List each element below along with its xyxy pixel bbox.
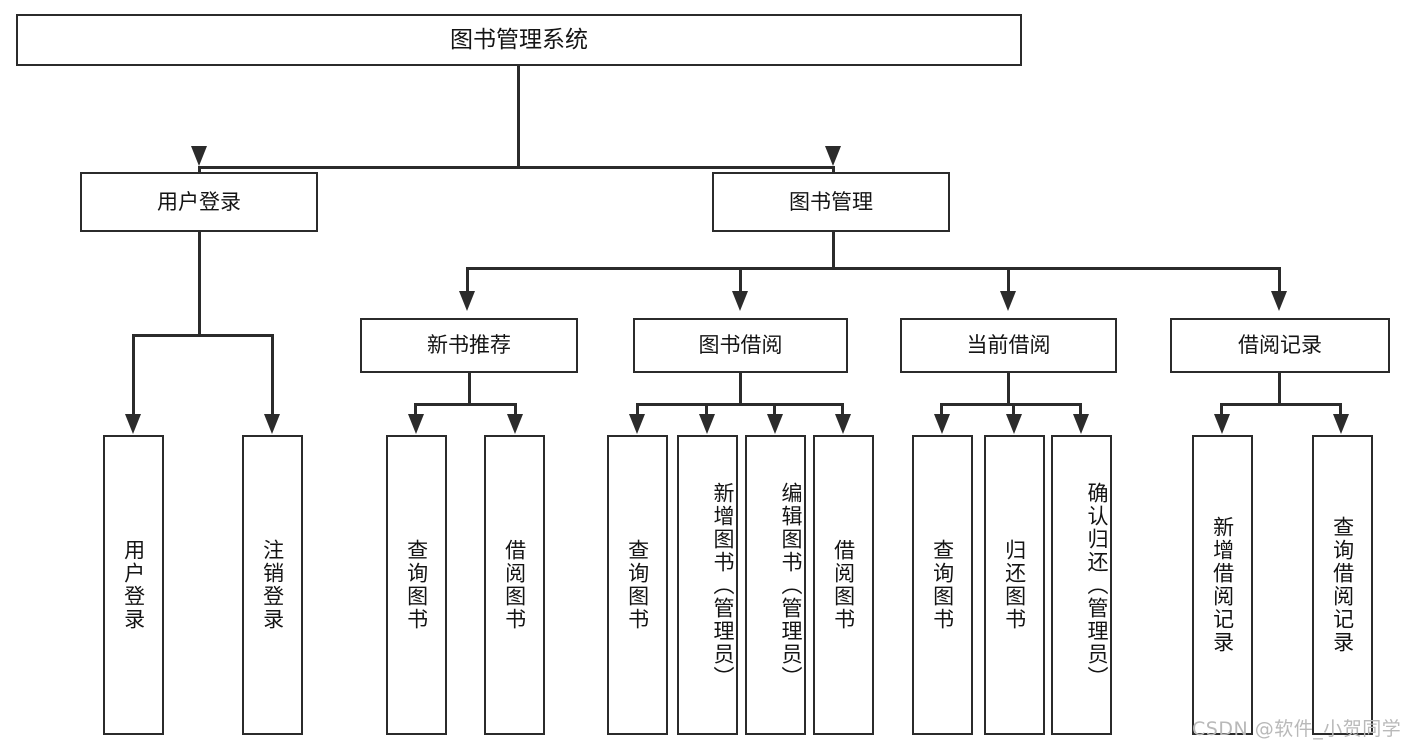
arrow-leaf-13 bbox=[1333, 414, 1349, 434]
node-label: 用户登录 bbox=[157, 189, 241, 214]
leaf-return-book[interactable]: 归还图书 bbox=[984, 435, 1045, 735]
connector-book-mgmt-c2 bbox=[739, 267, 742, 291]
connector-current-bus bbox=[940, 403, 1082, 406]
arrow-leaf-12 bbox=[1214, 414, 1230, 434]
leaf-label: 查询图书 bbox=[930, 539, 955, 631]
arrow-to-book-borrow bbox=[732, 291, 748, 311]
connector-record-l2 bbox=[1339, 403, 1342, 415]
arrow-to-new-book bbox=[459, 291, 475, 311]
connector-current-l2 bbox=[1012, 403, 1015, 415]
connector-borrow-stem bbox=[739, 373, 742, 406]
leaf-user-login[interactable]: 用户登录 bbox=[103, 435, 164, 735]
node-current-borrow[interactable]: 当前借阅 bbox=[900, 318, 1117, 373]
arrow-leaf-5 bbox=[629, 414, 645, 434]
connector-book-mgmt-c4 bbox=[1278, 267, 1281, 291]
leaf-borrow-book-newbook[interactable]: 借阅图书 bbox=[484, 435, 545, 735]
connector-new-book-stem bbox=[468, 373, 471, 406]
leaf-label: 借阅图书 bbox=[502, 539, 527, 631]
leaf-add-book-admin[interactable]: 新增图书（管理员） bbox=[677, 435, 738, 735]
arrow-to-borrow-record bbox=[1271, 291, 1287, 311]
node-book-borrow[interactable]: 图书借阅 bbox=[633, 318, 848, 373]
leaf-query-book-current[interactable]: 查询图书 bbox=[912, 435, 973, 735]
connector-current-stem bbox=[1007, 373, 1010, 406]
connector-book-mgmt-bus bbox=[466, 267, 1281, 270]
connector-current-l1 bbox=[940, 403, 943, 415]
connector-user-login-left bbox=[132, 334, 135, 414]
connector-book-mgmt-stem bbox=[832, 232, 835, 270]
connector-new-book-bus bbox=[414, 403, 517, 406]
connector-book-mgmt-c1 bbox=[466, 267, 469, 291]
node-borrow-record[interactable]: 借阅记录 bbox=[1170, 318, 1390, 373]
connector-borrow-l4 bbox=[841, 403, 844, 415]
connector-user-login-stem bbox=[198, 232, 201, 336]
node-label: 新书推荐 bbox=[427, 333, 511, 358]
leaf-label: 查询图书 bbox=[404, 539, 429, 631]
connector-borrow-l3 bbox=[773, 403, 776, 415]
arrow-leaf-10 bbox=[1006, 414, 1022, 434]
arrow-leaf-3 bbox=[408, 414, 424, 434]
connector-user-login-right bbox=[271, 334, 274, 414]
node-label: 当前借阅 bbox=[966, 333, 1051, 358]
node-label: 图书管理系统 bbox=[450, 26, 588, 53]
arrow-leaf-6 bbox=[699, 414, 715, 434]
arrow-leaf-1 bbox=[125, 414, 141, 434]
connector-new-book-l1 bbox=[414, 403, 417, 415]
node-label: 借阅记录 bbox=[1238, 333, 1322, 358]
arrow-leaf-4 bbox=[507, 414, 523, 434]
leaf-label: 归还图书 bbox=[1002, 539, 1027, 631]
node-new-book-recommend[interactable]: 新书推荐 bbox=[360, 318, 578, 373]
leaf-label: 查询图书 bbox=[625, 539, 650, 631]
connector-current-l3 bbox=[1079, 403, 1082, 415]
node-user-login[interactable]: 用户登录 bbox=[80, 172, 318, 232]
node-root-book-management-system[interactable]: 图书管理系统 bbox=[16, 14, 1022, 66]
arrow-leaf-8 bbox=[835, 414, 851, 434]
connector-borrow-bus bbox=[636, 403, 844, 406]
connector-borrow-l1 bbox=[636, 403, 639, 415]
connector-book-mgmt-c3 bbox=[1007, 267, 1010, 291]
arrow-leaf-7 bbox=[767, 414, 783, 434]
leaf-borrow-book[interactable]: 借阅图书 bbox=[813, 435, 874, 735]
leaf-label: 用户登录 bbox=[121, 539, 146, 631]
leaf-edit-book-admin[interactable]: 编辑图书（管理员） bbox=[745, 435, 806, 735]
leaf-query-book-borrow[interactable]: 查询图书 bbox=[607, 435, 668, 735]
arrow-leaf-11 bbox=[1073, 414, 1089, 434]
leaf-label: 注销登录 bbox=[260, 539, 285, 631]
leaf-label: 确认归还（管理员） bbox=[1085, 481, 1109, 689]
arrow-leaf-9 bbox=[934, 414, 950, 434]
arrow-root-to-book-mgmt bbox=[825, 146, 841, 166]
arrow-leaf-2 bbox=[264, 414, 280, 434]
connector-borrow-l2 bbox=[705, 403, 708, 415]
leaf-query-borrow-record[interactable]: 查询借阅记录 bbox=[1312, 435, 1373, 735]
connector-record-bus bbox=[1220, 403, 1342, 406]
connector-record-l1 bbox=[1220, 403, 1223, 415]
node-label: 图书管理 bbox=[789, 189, 873, 214]
node-label: 图书借阅 bbox=[698, 333, 783, 358]
leaf-logout-login[interactable]: 注销登录 bbox=[242, 435, 303, 735]
arrow-root-to-user-login bbox=[191, 146, 207, 166]
arrow-to-current-borrow bbox=[1000, 291, 1016, 311]
leaf-label: 新增借阅记录 bbox=[1210, 516, 1235, 654]
leaf-label: 查询借阅记录 bbox=[1330, 516, 1355, 654]
leaf-add-borrow-record[interactable]: 新增借阅记录 bbox=[1192, 435, 1253, 735]
connector-new-book-l2 bbox=[514, 403, 517, 415]
leaf-query-book-newbook[interactable]: 查询图书 bbox=[386, 435, 447, 735]
connector-record-stem bbox=[1278, 373, 1281, 406]
connector-user-login-bus bbox=[132, 334, 274, 337]
leaf-label: 借阅图书 bbox=[831, 539, 856, 631]
leaf-label: 新增图书（管理员） bbox=[711, 481, 735, 689]
connector-root-bus bbox=[198, 166, 835, 169]
connector-root-stem bbox=[517, 66, 520, 168]
leaf-label: 编辑图书（管理员） bbox=[779, 481, 803, 689]
leaf-confirm-return-admin[interactable]: 确认归还（管理员） bbox=[1051, 435, 1112, 735]
node-book-management[interactable]: 图书管理 bbox=[712, 172, 950, 232]
